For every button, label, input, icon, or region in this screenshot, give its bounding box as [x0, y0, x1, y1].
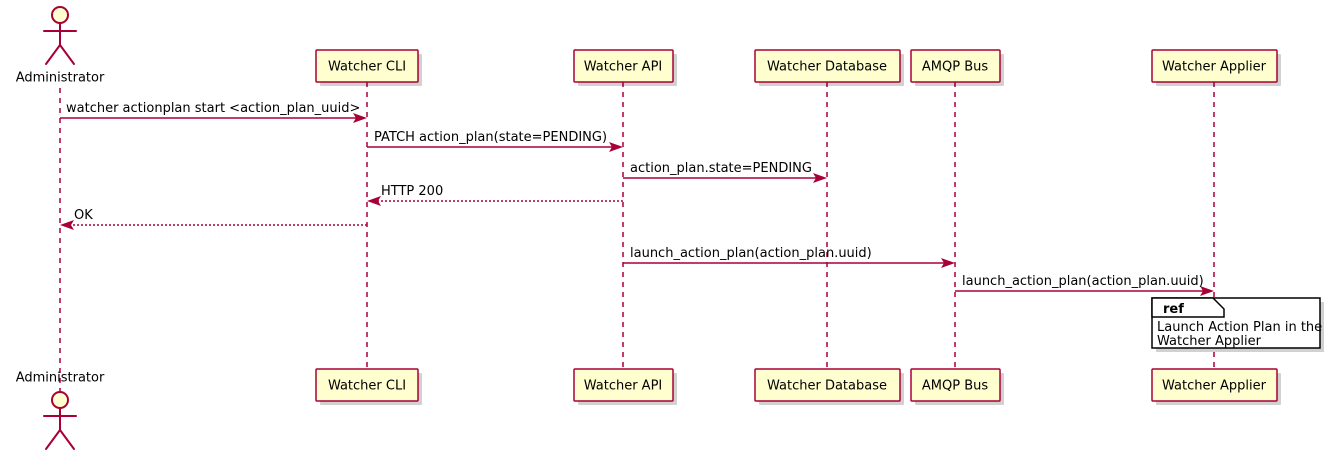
- participant-label-amqp-bus-bottom: AMQP Bus: [922, 379, 988, 394]
- ref-body-line-2: Watcher Applier: [1157, 334, 1262, 349]
- message-watcher-actionplan-start[interactable]: watcher actionplan start <action_plan_uu…: [60, 101, 367, 123]
- participant-boxes-bottom: Watcher CLI Watcher API Watcher Database…: [315, 368, 1281, 405]
- message-action-plan-state-pending[interactable]: action_plan.state=PENDING: [623, 161, 827, 183]
- message-label-msg-3: action_plan.state=PENDING: [630, 161, 812, 176]
- participant-box-watcher-api-bottom[interactable]: Watcher API: [573, 368, 677, 405]
- participant-label-watcher-applier-top: Watcher Applier: [1162, 60, 1267, 75]
- message-label-msg-2: PATCH action_plan(state=PENDING): [374, 130, 607, 145]
- participant-label-watcher-applier-bottom: Watcher Applier: [1162, 379, 1267, 394]
- message-label-msg-7: launch_action_plan(action_plan.uuid): [962, 274, 1204, 289]
- message-ok[interactable]: OK: [60, 208, 367, 230]
- participant-box-amqp-bus-bottom[interactable]: AMQP Bus: [910, 368, 1004, 405]
- lifelines: [59, 82, 1215, 392]
- participant-label-watcher-database-top: Watcher Database: [767, 60, 887, 75]
- ref-fragment-launch-action-plan[interactable]: ref Launch Action Plan in the Watcher Ap…: [1151, 297, 1324, 352]
- participant-box-watcher-cli-bottom[interactable]: Watcher CLI: [315, 368, 422, 405]
- participant-label-watcher-cli-bottom: Watcher CLI: [328, 379, 406, 394]
- participant-box-watcher-cli-top[interactable]: Watcher CLI: [315, 49, 422, 86]
- actor-figure-icon: [43, 6, 77, 65]
- participant-box-amqp-bus-top[interactable]: AMQP Bus: [910, 49, 1004, 86]
- message-label-msg-1: watcher actionplan start <action_plan_uu…: [66, 101, 360, 116]
- message-launch-action-plan-to-bus[interactable]: launch_action_plan(action_plan.uuid): [623, 246, 955, 268]
- actor-figure-icon-bottom: [43, 391, 77, 450]
- message-label-msg-5: OK: [74, 208, 93, 223]
- actor-administrator-top[interactable]: Administrator: [16, 6, 105, 86]
- actor-label-administrator-bottom: Administrator: [16, 371, 105, 386]
- message-patch-action-plan[interactable]: PATCH action_plan(state=PENDING): [367, 130, 623, 152]
- participant-label-watcher-cli-top: Watcher CLI: [328, 60, 406, 75]
- participant-box-watcher-database-top[interactable]: Watcher Database: [754, 49, 904, 86]
- participant-box-watcher-applier-top[interactable]: Watcher Applier: [1151, 49, 1281, 86]
- participant-label-watcher-api-bottom: Watcher API: [584, 379, 663, 394]
- ref-keyword-label: ref: [1163, 302, 1184, 317]
- participant-label-amqp-bus-top: AMQP Bus: [922, 60, 988, 75]
- message-launch-action-plan-to-applier[interactable]: launch_action_plan(action_plan.uuid): [955, 274, 1214, 296]
- participant-box-watcher-api-top[interactable]: Watcher API: [573, 49, 677, 86]
- participant-label-watcher-database-bottom: Watcher Database: [767, 379, 887, 394]
- message-label-msg-6: launch_action_plan(action_plan.uuid): [630, 246, 872, 261]
- message-label-msg-4: HTTP 200: [381, 184, 443, 199]
- ref-body-line-1: Launch Action Plan in the: [1157, 320, 1322, 335]
- participant-label-watcher-api-top: Watcher API: [584, 60, 663, 75]
- participant-boxes-top: Watcher CLI Watcher API Watcher Database…: [315, 49, 1281, 86]
- participant-box-watcher-database-bottom[interactable]: Watcher Database: [754, 368, 904, 405]
- participant-box-watcher-applier-bottom[interactable]: Watcher Applier: [1151, 368, 1281, 405]
- actor-label-administrator: Administrator: [16, 71, 105, 86]
- message-http-200[interactable]: HTTP 200: [367, 184, 623, 206]
- actor-administrator-bottom[interactable]: Administrator: [16, 371, 105, 450]
